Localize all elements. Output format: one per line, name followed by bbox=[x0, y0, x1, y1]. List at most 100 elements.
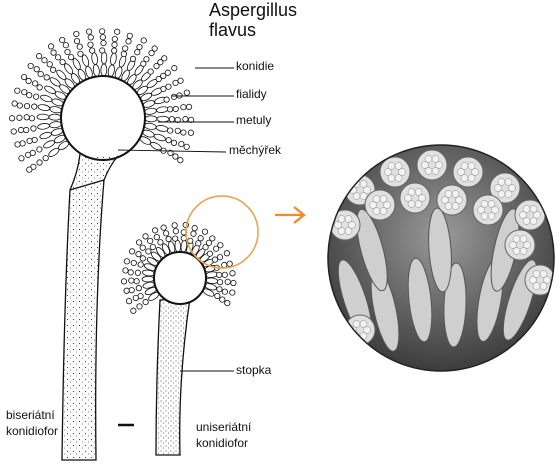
biseriate-head bbox=[9, 28, 195, 173]
phialide bbox=[36, 113, 50, 121]
conidium bbox=[174, 127, 181, 134]
conidium bbox=[157, 239, 164, 246]
sem-spore bbox=[424, 155, 433, 163]
conidium bbox=[153, 234, 160, 241]
sem-spore bbox=[431, 167, 440, 175]
conidium bbox=[46, 61, 53, 68]
conidium bbox=[202, 244, 209, 251]
conidium bbox=[164, 69, 171, 76]
conidium bbox=[99, 28, 106, 35]
conidium bbox=[224, 278, 231, 285]
conidium bbox=[211, 256, 219, 263]
conidium bbox=[128, 277, 135, 284]
sem-spore bbox=[344, 215, 353, 223]
conidium bbox=[171, 65, 178, 72]
biseriate-neck-outline bbox=[69, 153, 119, 191]
conidium bbox=[165, 137, 172, 144]
conidium bbox=[126, 32, 133, 39]
conidium bbox=[180, 104, 187, 111]
sem-spore bbox=[387, 162, 396, 170]
conidium bbox=[42, 155, 49, 162]
sem-spore bbox=[532, 270, 541, 278]
phialide bbox=[40, 94, 53, 103]
conidium bbox=[201, 228, 209, 235]
conidium bbox=[171, 222, 178, 229]
sem-spore bbox=[363, 326, 371, 334]
phialide bbox=[37, 104, 51, 111]
sem-spore bbox=[372, 195, 381, 203]
conidium bbox=[9, 115, 16, 122]
conidium bbox=[163, 230, 170, 237]
conidium bbox=[43, 74, 50, 81]
sem-spore bbox=[539, 270, 548, 278]
phialide bbox=[48, 147, 60, 157]
biseriate-conidiophore bbox=[9, 28, 195, 461]
conidium bbox=[87, 41, 94, 48]
sem-phialide bbox=[428, 207, 452, 293]
conidium bbox=[180, 129, 187, 136]
conidium bbox=[25, 77, 32, 85]
conidium bbox=[122, 45, 129, 52]
conidium bbox=[140, 37, 147, 44]
conidium bbox=[177, 77, 184, 84]
conidium bbox=[172, 235, 179, 242]
sem-spore bbox=[394, 162, 403, 170]
conidium bbox=[16, 114, 23, 121]
sem-conidium-cluster bbox=[504, 229, 536, 261]
sem-spore bbox=[359, 320, 368, 328]
conidium bbox=[161, 55, 168, 62]
sem-conidium-cluster bbox=[472, 194, 504, 226]
conidium bbox=[142, 233, 149, 240]
sem-spore bbox=[414, 200, 423, 208]
conidium bbox=[221, 261, 228, 269]
sem-spore bbox=[369, 201, 377, 209]
sem-spore bbox=[387, 174, 396, 182]
conidium bbox=[216, 271, 223, 279]
metula bbox=[107, 64, 115, 78]
phialide bbox=[205, 277, 219, 285]
conidium bbox=[135, 239, 143, 246]
conidium bbox=[20, 73, 28, 81]
metula bbox=[143, 122, 157, 130]
sem-spore bbox=[460, 162, 469, 170]
sem-spore bbox=[457, 168, 465, 176]
conidium bbox=[151, 45, 158, 52]
conidium bbox=[73, 30, 80, 38]
phialide bbox=[44, 85, 56, 94]
caption-uniseriate-line2: konidiofor bbox=[196, 436, 249, 450]
phialide bbox=[49, 77, 61, 87]
conidium bbox=[172, 105, 179, 113]
conidium bbox=[26, 137, 33, 145]
conidium bbox=[187, 129, 195, 136]
sem-conidium-cluster bbox=[452, 156, 484, 188]
sem-spore bbox=[372, 207, 381, 215]
conidium bbox=[99, 47, 106, 54]
phialide bbox=[141, 275, 155, 283]
sem-spore bbox=[477, 206, 485, 214]
conidium bbox=[68, 54, 75, 61]
conidium bbox=[136, 303, 143, 310]
conidium bbox=[111, 47, 118, 54]
conidium bbox=[76, 43, 83, 50]
phialide bbox=[56, 69, 67, 80]
sem-spore bbox=[383, 201, 391, 209]
conidium bbox=[17, 126, 25, 134]
sem-spore bbox=[352, 320, 361, 328]
label-mechyrek: měchýřek bbox=[229, 143, 282, 157]
phialide bbox=[156, 115, 170, 123]
conidium bbox=[47, 43, 55, 50]
conidium bbox=[23, 102, 31, 110]
conidium bbox=[148, 50, 155, 57]
conidium bbox=[133, 278, 140, 285]
conidium bbox=[167, 106, 174, 113]
sem-spore bbox=[487, 200, 496, 208]
conidium bbox=[195, 240, 202, 247]
sem-spore bbox=[344, 227, 353, 235]
conidium bbox=[36, 159, 43, 166]
conidium bbox=[128, 287, 135, 294]
conidium bbox=[165, 83, 172, 90]
sem-conidium-cluster bbox=[399, 182, 431, 214]
sem-spore bbox=[533, 211, 541, 219]
sem-conidium-cluster bbox=[489, 172, 521, 204]
conidium bbox=[21, 89, 28, 96]
